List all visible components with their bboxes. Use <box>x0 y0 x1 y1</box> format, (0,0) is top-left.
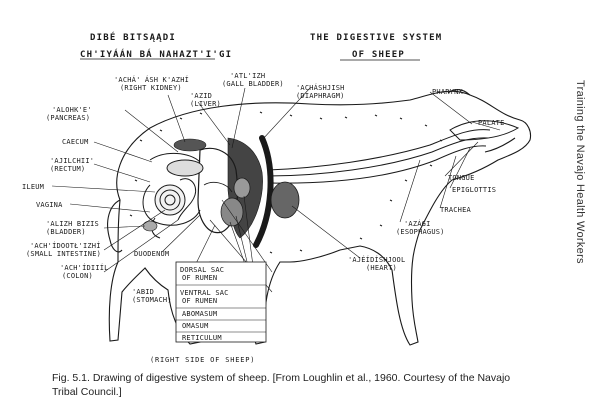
kidney-shape <box>173 138 207 152</box>
label-esophagus-line2: (ESOPHAGUS) <box>396 228 445 236</box>
intestines <box>142 153 204 239</box>
label-colon-line2: (COLON) <box>62 272 93 280</box>
heart-shape <box>270 181 300 219</box>
label-diaphragm-line1: 'ACHÁSHJISH <box>296 83 345 92</box>
english-title-line1: THE DIGESTIVE SYSTEM <box>310 33 442 43</box>
label-small-int-line1: 'ACH'ÍDOOTŁ'IZHÍ <box>30 241 101 250</box>
label-kidney-line1: 'ACHÁ' ÁSH K'AZHÍ <box>114 75 189 84</box>
reticulum-shape <box>233 177 251 199</box>
label-diaphragm-line2: (DIAPHRAGM) <box>296 92 345 100</box>
label-vagina: VAGINA <box>36 201 63 209</box>
label-palate: PALATE <box>478 119 505 127</box>
sheep-outline <box>107 88 532 346</box>
stomach-compartments-box <box>175 261 267 343</box>
label-gall-line2: (GALL BLADDER) <box>222 80 284 88</box>
label-stomach-line1: 'ABID <box>132 288 154 296</box>
figure-caption: Fig. 5.1. Drawing of digestive system of… <box>52 372 511 398</box>
label-ventral-line2: OF RUMEN <box>182 297 217 305</box>
label-ventral-line1: VENTRAL SAC <box>180 289 229 297</box>
label-rectum-line1: 'AJILCHII' <box>50 157 94 165</box>
label-pancreas-line1: 'ALOHK'E' <box>52 106 92 114</box>
omasum-shape <box>220 197 244 227</box>
label-gall-line1: 'ATL'IZH <box>230 72 265 80</box>
label-bladder-line2: (BLADDER) <box>46 228 86 236</box>
label-dorsal-line2: OF RUMEN <box>182 274 217 282</box>
label-heart-line1: 'AJÉÍDÍSHJOOL <box>348 255 405 264</box>
right-side-note: (RIGHT SIDE OF SHEEP) <box>150 356 256 364</box>
label-bladder-line1: 'ALIZH BIZIS <box>46 220 99 228</box>
label-epiglottis: EPIGLOTTIS <box>452 186 496 194</box>
label-tongue: TONGUE <box>448 174 475 182</box>
label-esophagus-line1: 'AZÁGI <box>404 219 431 228</box>
esophagus-tube <box>267 129 491 171</box>
navajo-title-line1: DIBÉ BITSĄĄDI <box>90 31 176 43</box>
label-dorsal-line1: DORSAL SAC <box>180 266 224 274</box>
label-small-int-line2: (SMALL INTESTINE) <box>26 250 101 258</box>
organ-labels: 'ACHÁ' ÁSH K'AZHÍ (RIGHT KIDNEY) 'ATL'IZ… <box>22 72 345 304</box>
label-duodenum: DUODENUM <box>134 250 169 258</box>
label-liver-line2: (LIVER) <box>190 100 221 108</box>
label-stomach-line2: (STOMACH) <box>132 296 172 304</box>
side-running-title: Training the Navajo Health Workers <box>574 80 586 264</box>
label-heart-line2: (HEART) <box>366 264 397 272</box>
label-pancreas-line2: (PANCREAS) <box>46 114 90 122</box>
navajo-title-line2: CH'IYÁÁN BÁ NAHAZT'I'GI <box>80 48 232 60</box>
label-caecum: CAECUM <box>62 138 89 146</box>
label-reticulum: RETICULUM <box>182 334 222 342</box>
trachea-tube <box>269 145 487 184</box>
label-liver-line1: 'AZID <box>190 92 212 100</box>
label-omasum: OMASUM <box>182 322 209 330</box>
label-pharynx: PHARYNX <box>432 88 463 96</box>
bladder-shape <box>142 220 158 232</box>
label-kidney-line2: (RIGHT KIDNEY) <box>120 84 182 92</box>
label-rectum-line2: (RECTUM) <box>50 165 85 173</box>
diaphragm-shape <box>253 135 274 248</box>
label-abomasum: ABOMASUM <box>182 310 217 318</box>
label-trachea: TRACHEA <box>440 206 471 214</box>
english-title-line2: OF SHEEP <box>352 50 405 60</box>
label-ileum: ILEUM <box>22 183 44 191</box>
label-colon-line1: 'ACH'ÍDIIÍL <box>60 263 109 272</box>
